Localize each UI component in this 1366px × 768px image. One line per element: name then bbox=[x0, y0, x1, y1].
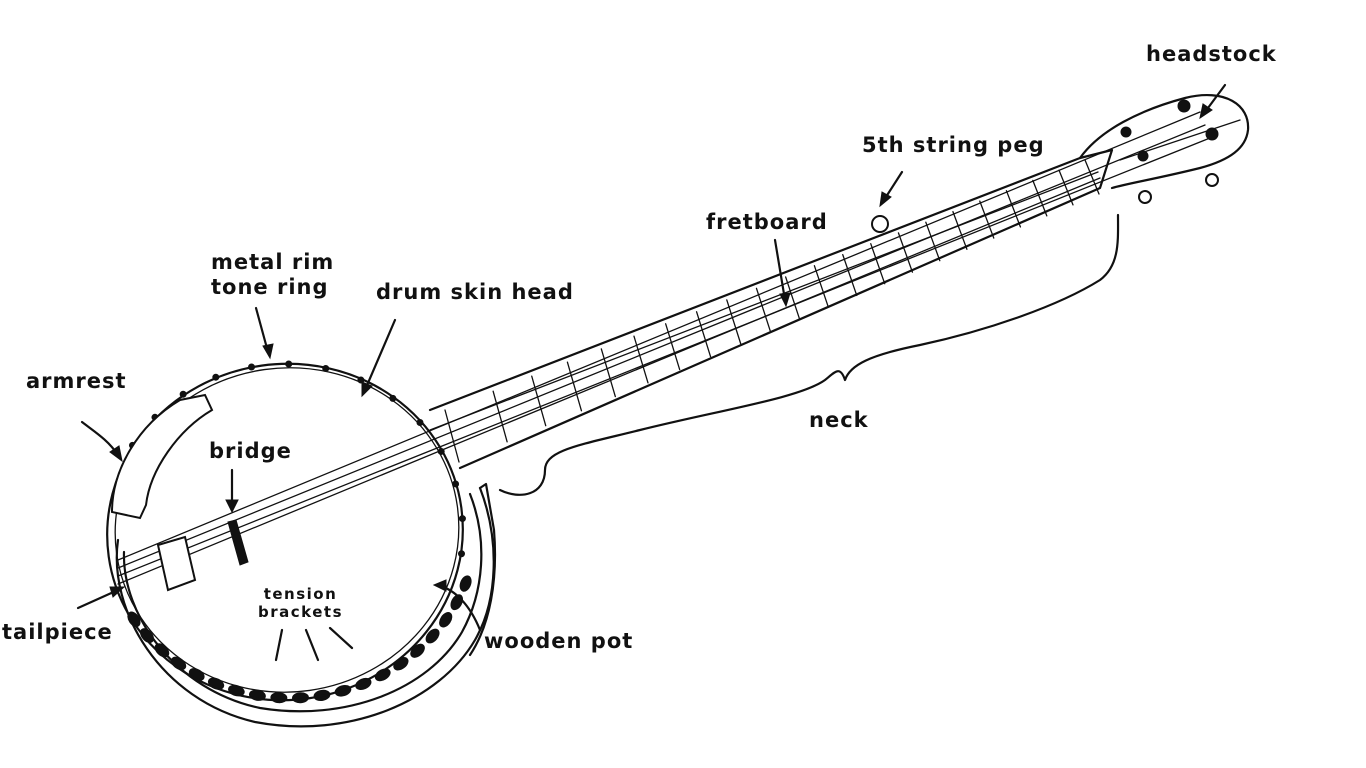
pot-dot bbox=[425, 628, 440, 644]
label-fretboard: fretboard bbox=[706, 210, 828, 234]
fret-line bbox=[952, 210, 968, 250]
pot-dot bbox=[127, 611, 141, 627]
fret-line bbox=[1084, 159, 1100, 195]
label-metal-rim-line1: metal rim bbox=[211, 250, 335, 274]
label-wooden-pot: wooden pot bbox=[484, 629, 634, 653]
fret-line bbox=[979, 200, 995, 239]
label-tension-brackets-line1: tension bbox=[263, 585, 338, 603]
rim-hook bbox=[322, 364, 330, 372]
pot-dot bbox=[439, 612, 453, 628]
rim-hook bbox=[285, 360, 293, 368]
fret-line bbox=[444, 409, 460, 463]
fret-lines bbox=[444, 159, 1100, 463]
drum-rim bbox=[106, 360, 466, 702]
fret-line bbox=[492, 390, 508, 443]
pot-dot bbox=[410, 643, 425, 658]
label-bridge: bridge bbox=[209, 439, 292, 463]
rim-hook bbox=[179, 390, 187, 398]
label-neck: neck bbox=[809, 408, 869, 432]
fret-line bbox=[566, 361, 583, 412]
rim-hook bbox=[452, 480, 460, 488]
rim-hooks bbox=[128, 360, 466, 558]
fret-line bbox=[1032, 179, 1048, 217]
tailpiece-shape bbox=[156, 535, 197, 592]
pot-dot bbox=[140, 628, 154, 643]
rim-hook bbox=[416, 418, 424, 426]
fret-line bbox=[695, 311, 712, 358]
label-tension-brackets: tension brackets bbox=[258, 585, 343, 621]
label-metal-rim-line2: tone ring bbox=[211, 275, 329, 300]
fret-line bbox=[813, 265, 830, 308]
pointer-arrows bbox=[76, 83, 1227, 662]
rim-hook bbox=[212, 373, 220, 381]
fret-line bbox=[870, 243, 886, 285]
fret-line bbox=[665, 323, 681, 371]
fret-line bbox=[842, 253, 858, 297]
rim-hook bbox=[458, 515, 466, 523]
label-armrest: armrest bbox=[26, 369, 127, 393]
neck-brace bbox=[498, 213, 1120, 496]
fret-line bbox=[531, 375, 547, 427]
tuning-pegs bbox=[871, 99, 1219, 233]
rim-hook bbox=[357, 376, 365, 384]
fret-line bbox=[633, 335, 649, 384]
pot-dot bbox=[374, 668, 391, 682]
label-tension-brackets-line2: brackets bbox=[258, 603, 343, 621]
fret-line bbox=[1058, 169, 1074, 206]
fret-line bbox=[897, 232, 914, 273]
label-metal-rim: metal rim tone ring bbox=[211, 250, 334, 300]
pot-dot bbox=[270, 692, 288, 704]
pot-dot bbox=[459, 575, 472, 592]
label-fifth-string-peg: 5th string peg bbox=[862, 133, 1045, 157]
label-drum-skin-head: drum skin head bbox=[376, 280, 574, 304]
armrest-shape bbox=[110, 393, 214, 520]
wooden-pot bbox=[115, 482, 497, 728]
fret-line bbox=[600, 348, 616, 398]
fret-line bbox=[784, 276, 801, 321]
bridge-shape bbox=[227, 519, 249, 566]
fret-line bbox=[1005, 190, 1022, 228]
rim-hook bbox=[457, 550, 465, 558]
fret-line bbox=[925, 221, 941, 262]
rim-hook bbox=[248, 363, 256, 371]
fret-line bbox=[755, 287, 772, 333]
label-tailpiece: tailpiece bbox=[2, 620, 113, 644]
strings bbox=[117, 111, 1211, 585]
rim-hook bbox=[389, 394, 397, 402]
label-headstock: headstock bbox=[1146, 42, 1277, 66]
